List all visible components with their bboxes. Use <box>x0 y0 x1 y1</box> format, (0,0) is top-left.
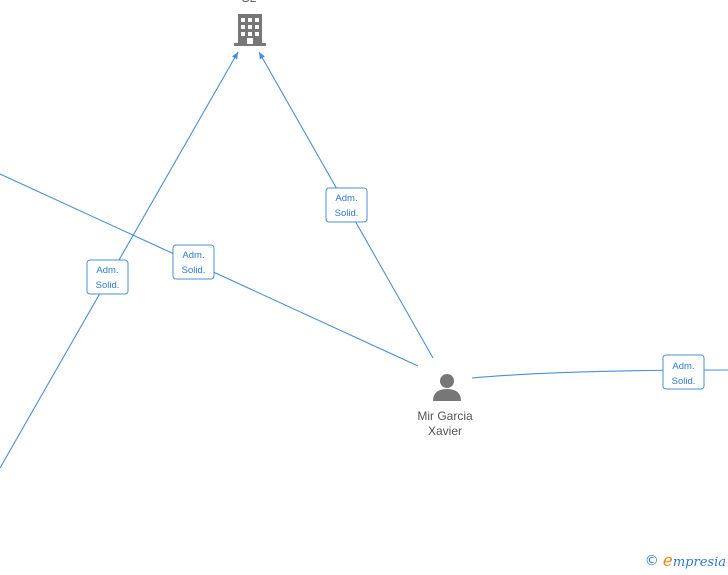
edge-label-line1: Adm. <box>182 250 204 261</box>
copyright-icon: © <box>644 553 659 569</box>
person-icon <box>433 374 461 401</box>
edge-label-line2: Solid. <box>672 376 696 387</box>
edge-label[interactable]: Adm. Solid. <box>172 244 215 280</box>
brand-footer[interactable]: © empresia <box>645 551 726 571</box>
edge-label-line2: Solid. <box>335 208 359 219</box>
edge-label[interactable]: Adm. Solid. <box>662 354 705 390</box>
person-label-line1: Mir Garcia <box>417 409 473 423</box>
brand-initial: e <box>662 551 673 571</box>
company-label: SL <box>242 0 257 5</box>
brand-logo: empresia <box>663 551 726 571</box>
company-node[interactable]: SL <box>234 0 266 46</box>
edge-label[interactable]: Adm. Solid. <box>325 187 368 223</box>
person-node[interactable]: Mir Garcia Xavier <box>417 374 473 438</box>
edge-label[interactable]: Adm. Solid. <box>86 259 129 295</box>
edge-label-line2: Solid. <box>182 265 206 276</box>
brand-name: mpresia <box>672 555 726 570</box>
person-label-line2: Xavier <box>428 424 462 438</box>
edge-label-line1: Adm. <box>335 193 357 204</box>
edge-label-line2: Solid. <box>96 280 120 291</box>
building-icon <box>234 14 266 46</box>
edge-label-line1: Adm. <box>672 361 694 372</box>
edge-label-line1: Adm. <box>96 265 118 276</box>
